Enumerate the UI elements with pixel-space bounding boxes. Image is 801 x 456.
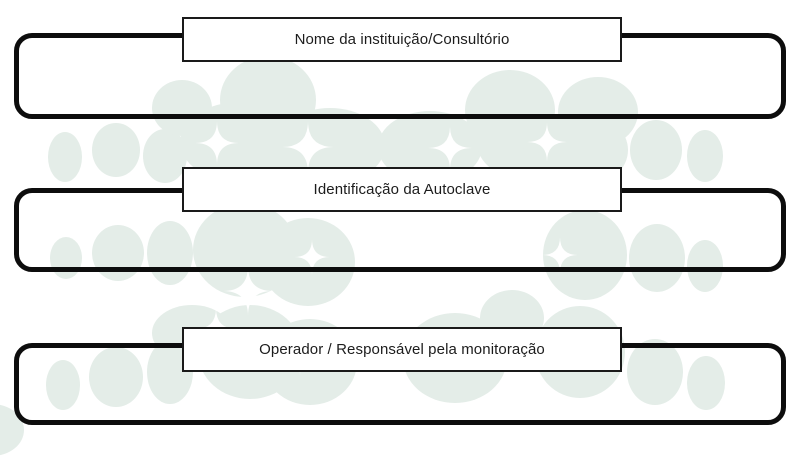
label-autoclave: Identificação da Autoclave <box>182 167 622 212</box>
label-autoclave-text: Identificação da Autoclave <box>313 181 491 198</box>
label-operator-text: Operador / Responsável pela monitoração <box>259 341 545 358</box>
label-operator: Operador / Responsável pela monitoração <box>182 327 622 372</box>
label-institution-text: Nome da instituição/Consultório <box>294 31 510 48</box>
label-institution: Nome da instituição/Consultório <box>182 17 622 62</box>
